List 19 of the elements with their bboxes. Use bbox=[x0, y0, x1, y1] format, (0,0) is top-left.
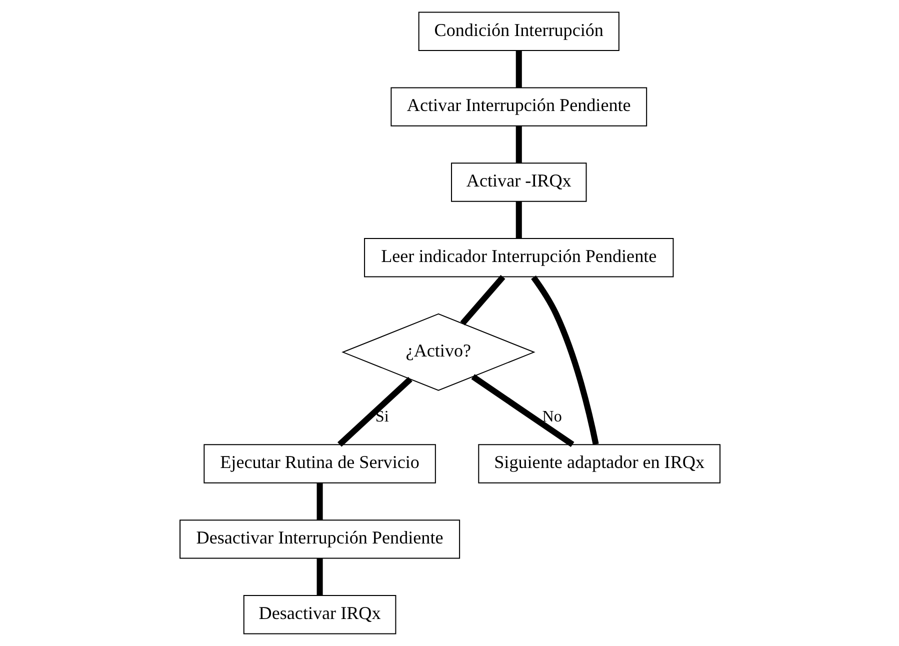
connector bbox=[337, 376, 412, 447]
connector bbox=[460, 274, 505, 326]
connector bbox=[316, 482, 322, 520]
node-box: Desactivar Interrupción Pendiente bbox=[179, 520, 460, 559]
node-box: Activar -IRQx bbox=[450, 162, 586, 202]
connector bbox=[470, 374, 574, 448]
connector bbox=[515, 201, 522, 238]
connector bbox=[530, 275, 598, 445]
node-box: Ejecutar Rutina de Servicio bbox=[203, 444, 436, 484]
node-box: Condición Interrupción bbox=[418, 12, 619, 52]
node-box: Leer indicador Interrupción Pendiente bbox=[364, 238, 674, 278]
node-box: Siguiente adaptador en IRQx bbox=[478, 444, 720, 484]
node-box: Desactivar IRQx bbox=[242, 594, 396, 634]
node-box: Activar Interrupción Pendiente bbox=[390, 87, 647, 126]
node-diamond: ¿Activo? bbox=[341, 313, 535, 391]
connector bbox=[316, 558, 322, 596]
connector bbox=[515, 50, 522, 88]
edge-label: No bbox=[542, 408, 562, 426]
connector bbox=[515, 126, 522, 164]
